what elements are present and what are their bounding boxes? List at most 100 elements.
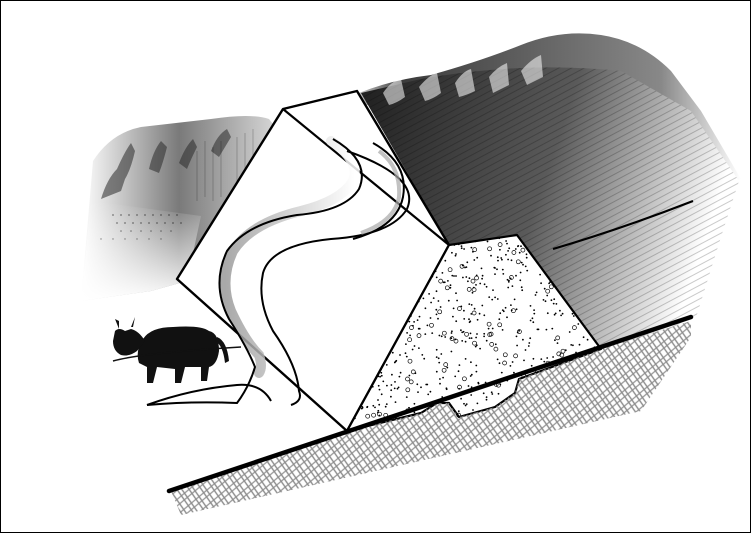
sediment-dot xyxy=(476,275,478,277)
sediment-dot xyxy=(455,320,457,322)
sediment-dot xyxy=(526,253,528,255)
sediment-dot xyxy=(382,381,384,383)
sediment-dot xyxy=(406,356,408,358)
sediment-dot xyxy=(437,318,439,320)
sediment-dot xyxy=(486,286,488,288)
sediment-dot xyxy=(513,372,515,374)
sediment-dot xyxy=(471,337,473,339)
sediment-dot xyxy=(475,241,477,243)
cow-silhouette xyxy=(113,317,241,383)
sediment-dot xyxy=(463,331,465,333)
sediment-dot xyxy=(475,284,477,286)
sediment-dot xyxy=(545,300,547,302)
sediment-dot xyxy=(450,337,452,339)
sediment-dot xyxy=(507,279,509,281)
sediment-dot xyxy=(481,305,483,307)
sediment-dot xyxy=(418,328,420,330)
sediment-dot xyxy=(510,304,512,306)
sediment-dot xyxy=(484,283,486,285)
sediment-dot xyxy=(498,393,500,395)
sediment-dot xyxy=(395,401,397,403)
sediment-dot xyxy=(507,259,509,261)
sediment-dot xyxy=(436,314,438,316)
sediment-dot xyxy=(390,396,392,398)
sediment-dot xyxy=(438,362,440,364)
sediment-dot xyxy=(455,275,457,277)
sediment-dot xyxy=(418,301,420,303)
sediment-dot xyxy=(538,329,540,331)
sediment-dot xyxy=(554,339,556,341)
sediment-dot xyxy=(553,298,555,300)
sediment-dot xyxy=(455,339,457,341)
sediment-dot xyxy=(533,313,535,315)
sediment-dot xyxy=(354,417,356,419)
sediment-dot xyxy=(494,273,496,275)
sediment-dot xyxy=(453,244,455,246)
sediment-dot xyxy=(494,297,496,299)
sediment-dot xyxy=(412,349,414,351)
sediment-dot xyxy=(502,309,504,311)
sediment-dot xyxy=(469,277,471,279)
sediment-dot xyxy=(459,364,461,366)
sediment-dot xyxy=(471,247,473,249)
sediment-dot xyxy=(476,333,478,335)
sediment-dot xyxy=(475,337,477,339)
sediment-dot xyxy=(525,266,527,268)
sediment-dot xyxy=(473,287,475,289)
sediment-dot xyxy=(572,313,574,315)
sediment-dot xyxy=(519,252,521,254)
sediment-dot xyxy=(470,333,472,335)
sediment-dot xyxy=(535,371,537,373)
sediment-dot xyxy=(486,399,488,401)
sediment-dot xyxy=(470,361,472,363)
sediment-dot xyxy=(479,348,481,350)
sediment-dot xyxy=(505,307,507,309)
sediment-dot xyxy=(510,365,512,367)
sediment-dot xyxy=(427,325,429,327)
sediment-dot xyxy=(433,297,435,299)
sediment-dot xyxy=(465,358,467,360)
sediment-dot xyxy=(528,342,530,344)
sediment-dot xyxy=(416,383,418,385)
sediment-dot xyxy=(502,269,504,271)
sediment-dot xyxy=(444,336,446,338)
sediment-dot xyxy=(406,396,408,398)
sediment-dot xyxy=(385,406,387,408)
sediment-dot xyxy=(562,313,564,315)
sediment-dot xyxy=(512,285,514,287)
sediment-dot xyxy=(440,353,442,355)
sediment-dot xyxy=(378,375,380,377)
sediment-dot xyxy=(456,300,458,302)
sediment-dot xyxy=(519,279,521,281)
sediment-dot xyxy=(507,287,509,289)
sediment-dot xyxy=(462,277,464,279)
sediment-dot xyxy=(417,391,419,393)
sediment-dot xyxy=(498,318,500,320)
sediment-dot xyxy=(492,328,494,330)
sediment-dot xyxy=(418,347,420,349)
sediment-dot xyxy=(544,272,546,274)
sediment-dot xyxy=(488,328,490,330)
sediment-dot xyxy=(454,376,456,378)
sediment-dot xyxy=(502,329,504,331)
sediment-dot xyxy=(557,342,559,344)
sediment-dot xyxy=(378,404,380,406)
sediment-dot xyxy=(530,320,532,322)
sediment-dot xyxy=(468,303,470,305)
sediment-dot xyxy=(390,389,392,391)
sediment-dot xyxy=(431,332,433,334)
sediment-dot xyxy=(441,335,443,337)
sediment-dot xyxy=(468,385,470,387)
sediment-dot xyxy=(444,281,446,283)
sediment-dot xyxy=(436,290,438,292)
sediment-dot xyxy=(472,409,474,411)
sediment-dot xyxy=(436,277,438,279)
sediment-dot xyxy=(392,352,394,354)
sediment-dot xyxy=(435,270,437,272)
sediment-dot xyxy=(540,282,542,284)
sediment-dot xyxy=(507,250,509,252)
sediment-dot xyxy=(436,349,438,351)
sediment-dot xyxy=(394,388,396,390)
sediment-dot xyxy=(430,302,432,304)
sediment-dot xyxy=(440,306,442,308)
